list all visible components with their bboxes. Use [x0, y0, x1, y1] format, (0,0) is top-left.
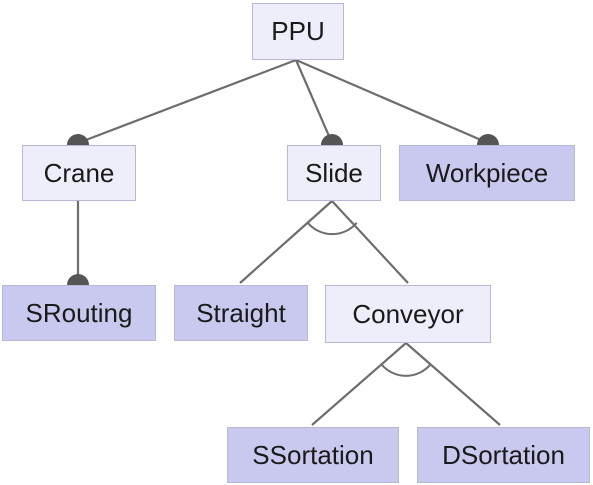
node-dsortation[interactable]: DSortation — [417, 427, 590, 483]
node-conveyor[interactable]: Conveyor — [325, 285, 491, 343]
node-ssortation[interactable]: SSortation — [227, 427, 399, 483]
node-dsortation-label: DSortation — [442, 439, 565, 470]
edge-conveyor-ssortation — [311, 342, 407, 426]
edge-slide-conveyor — [331, 200, 409, 284]
node-srouting-label: SRouting — [25, 297, 133, 328]
node-ssortation-label: SSortation — [252, 439, 374, 470]
node-crane[interactable]: Crane — [22, 145, 136, 201]
alternative-group-arc-conveyor — [380, 364, 431, 377]
node-slide-label: Slide — [305, 157, 363, 188]
node-ppu[interactable]: PPU — [252, 3, 344, 60]
edge-slide-straight — [239, 200, 333, 284]
node-slide[interactable]: Slide — [287, 145, 381, 201]
edge-ppu-workpiece — [295, 58, 489, 145]
node-workpiece-label: Workpiece — [425, 157, 549, 188]
node-straight[interactable]: Straight — [174, 285, 308, 341]
edge-conveyor-dsortation — [405, 342, 501, 426]
node-straight-label: Straight — [196, 297, 286, 328]
node-workpiece[interactable]: Workpiece — [399, 145, 575, 201]
node-ppu-label: PPU — [271, 16, 325, 46]
node-conveyor-label: Conveyor — [352, 298, 464, 329]
edge-ppu-slide — [294, 59, 334, 144]
node-crane-label: Crane — [43, 157, 115, 188]
edge-ppu-crane — [77, 58, 297, 145]
alternative-group-arc-slide — [307, 222, 358, 236]
node-srouting[interactable]: SRouting — [2, 285, 156, 341]
